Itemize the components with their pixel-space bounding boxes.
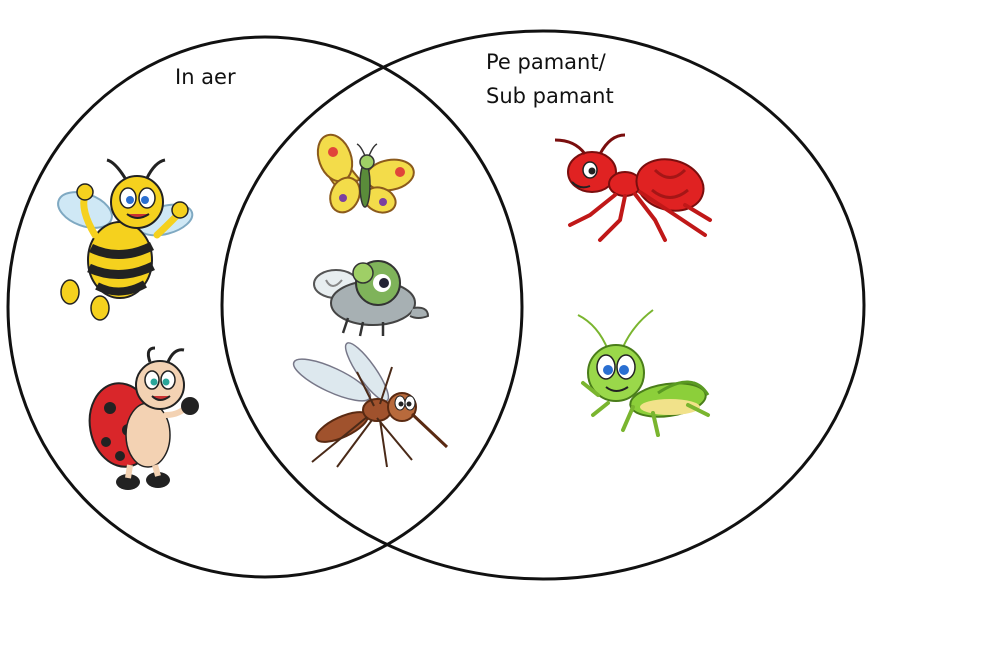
ladybug-icon <box>88 346 199 490</box>
butterfly-icon <box>316 133 415 214</box>
set-circle-pe-pamant <box>220 29 866 581</box>
ant-icon <box>554 133 712 242</box>
set-label-in-aer: In aer <box>175 65 236 89</box>
grasshopper-icon <box>577 309 710 437</box>
set-label-pe-pamant-line-1: Pe pamant/ <box>486 50 606 74</box>
set-circle-in-aer <box>6 35 524 579</box>
bee-icon <box>57 158 194 321</box>
mosquito-icon <box>292 342 449 468</box>
set-label-pe-pamant-line-2: Sub pamant <box>486 84 614 108</box>
fly-icon <box>313 260 430 337</box>
